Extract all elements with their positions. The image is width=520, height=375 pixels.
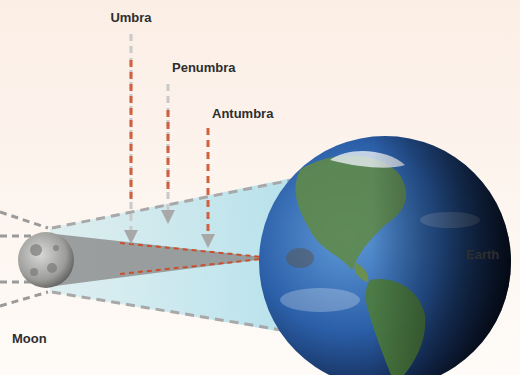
shadow-label: Antumbra bbox=[212, 106, 273, 122]
body-label: Earth bbox=[466, 247, 499, 263]
umbra-cone bbox=[55, 234, 272, 286]
shadow-label: Penumbra bbox=[172, 60, 236, 76]
moon bbox=[18, 232, 74, 288]
shadow-label: Umbra bbox=[110, 10, 151, 26]
body-label: Moon bbox=[12, 331, 47, 347]
